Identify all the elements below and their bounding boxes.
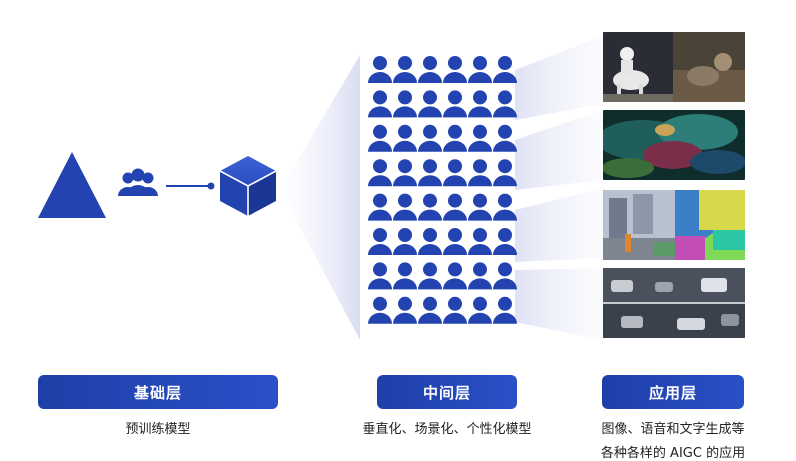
person-icon — [393, 262, 417, 290]
layer-title-middle: 中间层 — [377, 375, 517, 409]
street-segmentation-image — [603, 190, 745, 260]
person-icon — [443, 262, 467, 290]
person-icon — [468, 228, 492, 255]
person-icon — [393, 56, 417, 83]
person-icon — [393, 159, 417, 187]
person-icon — [418, 193, 443, 221]
person-icon — [468, 159, 492, 187]
person-icon — [393, 228, 417, 255]
person-icon — [418, 262, 443, 290]
person-icon — [368, 193, 392, 221]
person-icon — [418, 228, 442, 255]
person-icon — [443, 228, 467, 255]
fan-left — [280, 55, 360, 340]
user-group-icon — [118, 168, 158, 196]
person-icon — [418, 90, 443, 118]
layer-caption-app-line1: 图像、语音和文字生成等 — [601, 422, 745, 437]
person-icon — [368, 56, 392, 83]
person-icon — [468, 124, 492, 152]
person-icon — [468, 56, 492, 83]
triangle-icon — [38, 152, 106, 218]
person-icon — [493, 124, 517, 152]
person-icon — [468, 296, 492, 324]
layer-caption-app-line2: 各种各样的 AIGC 的应用 — [600, 446, 746, 461]
person-icon — [368, 262, 392, 290]
person-icon — [443, 56, 467, 83]
person-icon — [493, 56, 517, 83]
person-icon — [393, 90, 417, 118]
person-icon — [493, 193, 517, 221]
person-icon — [393, 124, 417, 152]
person-icon — [443, 296, 467, 324]
person-icon — [368, 124, 392, 152]
person-icon — [493, 296, 517, 324]
person-icon — [493, 159, 517, 187]
person-icon — [468, 262, 492, 290]
fan-right — [515, 36, 603, 340]
person-icon — [443, 90, 467, 118]
person-icon — [468, 193, 492, 221]
person-icon — [443, 124, 467, 152]
layer-title-app: 应用层 — [602, 375, 744, 409]
person-icon — [418, 124, 443, 152]
connector-arrow — [166, 182, 215, 190]
person-icon — [493, 262, 517, 290]
people-grid — [368, 56, 517, 324]
person-icon — [418, 56, 442, 83]
person-icon — [493, 228, 517, 255]
person-icon — [443, 193, 467, 221]
person-icon — [393, 193, 417, 221]
person-icon — [368, 296, 392, 324]
surveillance-image — [603, 268, 745, 338]
person-icon — [393, 296, 417, 324]
layer-caption-middle: 垂直化、场景化、个性化模型 — [362, 422, 532, 437]
layer-title-base: 基础层 — [38, 375, 278, 409]
person-icon — [493, 90, 517, 118]
person-icon — [368, 159, 392, 187]
person-icon — [468, 90, 492, 118]
abstract-art-image — [603, 110, 745, 180]
astronaut-horse-image — [603, 32, 745, 102]
layer-caption-base: 预训练模型 — [125, 422, 191, 437]
person-icon — [443, 159, 467, 187]
cube-icon — [219, 156, 277, 216]
person-icon — [368, 228, 392, 255]
person-icon — [418, 159, 443, 187]
person-icon — [368, 90, 392, 118]
person-icon — [418, 296, 443, 324]
